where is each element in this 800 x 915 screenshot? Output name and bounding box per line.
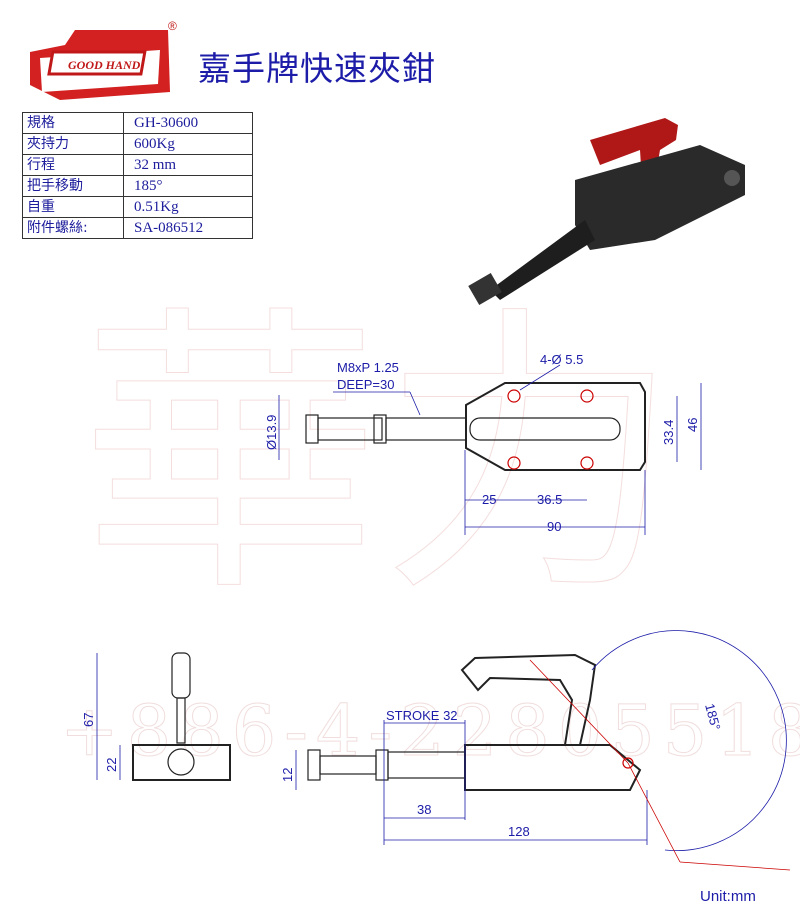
stroke-dim: STROKE 32 — [386, 708, 458, 723]
thread-note-2: DEEP=30 — [337, 377, 394, 392]
dim-36-5: 36.5 — [537, 492, 562, 507]
end-view-drawing — [96, 652, 231, 781]
dim-67: 67 — [81, 713, 96, 727]
watermark-phone: +886-4-22805518 — [60, 690, 800, 772]
page-title: 嘉手牌快速夾鉗 — [198, 49, 436, 88]
spec-value: GH-30600 — [123, 112, 253, 134]
product-image — [468, 118, 745, 306]
dim-38: 38 — [417, 802, 431, 817]
unit-label: Unit:mm — [700, 888, 756, 905]
handle-angle-dim: 185° — [702, 702, 723, 732]
dim-90: 90 — [547, 519, 561, 534]
spec-label: 夾持力 — [22, 133, 124, 155]
thread-note-1: M8xP 1.25 — [337, 360, 399, 375]
watermark: 華力 +886-4-22805518 — [60, 282, 800, 773]
spec-label: 把手移動 — [22, 175, 124, 197]
top-view-drawing — [278, 364, 702, 535]
dim-25: 25 — [482, 492, 496, 507]
logo-text: GOOD HAND — [68, 58, 141, 72]
hole-note: 4-Ø 5.5 — [540, 352, 583, 367]
dim-46: 46 — [685, 418, 700, 432]
spec-value: 0.51Kg — [123, 196, 253, 218]
spec-label: 行程 — [22, 154, 124, 176]
spec-value: 185° — [123, 175, 253, 197]
spec-label: 附件螺絲: — [22, 217, 124, 239]
spec-value: SA-086512 — [123, 217, 253, 239]
spec-value: 32 mm — [123, 154, 253, 176]
table-row: 附件螺絲:SA-086512 — [22, 217, 253, 239]
dim-12: 12 — [280, 768, 295, 782]
good-hand-logo: GOOD HAND ® — [30, 19, 177, 100]
spec-label: 自重 — [22, 196, 124, 218]
watermark-chars: 華力 — [80, 282, 680, 631]
rod-diameter-dim: Ø13.9 — [264, 415, 279, 450]
dim-128: 128 — [508, 824, 530, 839]
spec-label: 規格 — [22, 112, 124, 134]
dim-22: 22 — [104, 758, 119, 772]
side-view-drawing — [295, 630, 791, 871]
registered-mark: ® — [168, 19, 177, 33]
dim-33-4: 33.4 — [661, 420, 676, 445]
spec-value: 600Kg — [123, 133, 253, 155]
